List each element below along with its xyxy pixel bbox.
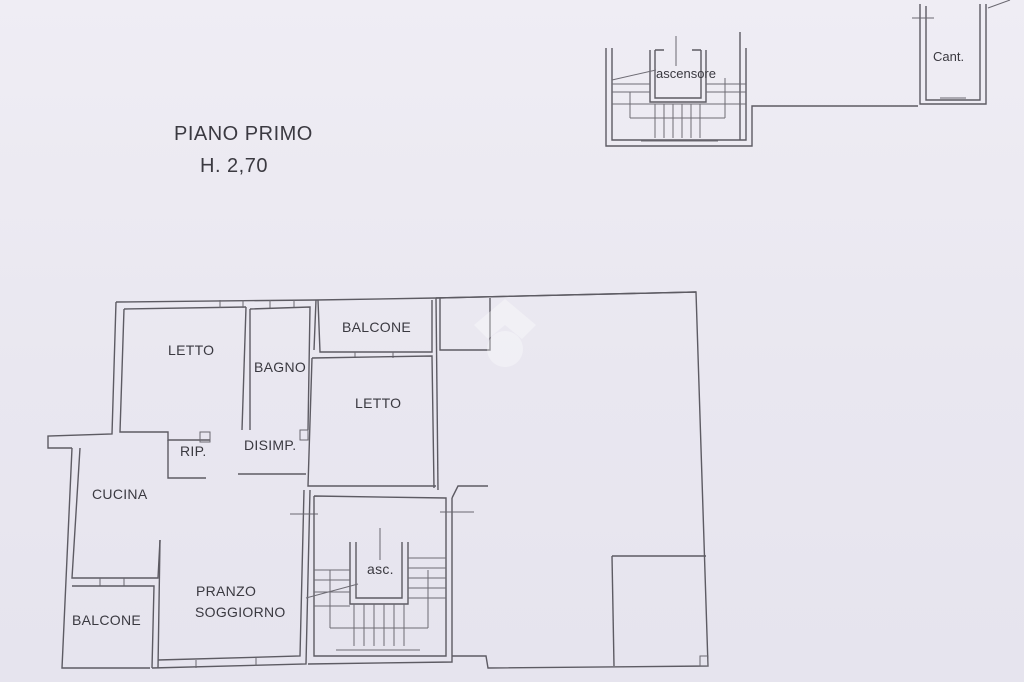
ceiling-height-label: H. 2,70: [200, 155, 268, 177]
room-label-disimpegno: DISIMP.: [244, 437, 297, 453]
room-label-soggiorno: SOGGIORNO: [195, 604, 286, 620]
room-label-bagno: BAGNO: [254, 359, 307, 375]
room-label-cucina: CUCINA: [92, 486, 148, 502]
room-label-pranzo: PRANZO: [196, 583, 257, 599]
room-label-ascensore-upper: ascensore: [656, 66, 716, 81]
apartment-walls: [47, 291, 709, 669]
room-label-ascensore: asc.: [367, 561, 394, 577]
room-label-letto-2: LETTO: [355, 395, 402, 411]
room-label-balcone-top: BALCONE: [342, 319, 412, 335]
room-label-balcone-bottom: BALCONE: [72, 612, 142, 628]
room-label-letto-1: LETTO: [168, 342, 215, 358]
room-label-cantina: Cant.: [933, 49, 965, 64]
upper-stair-detail: [605, 0, 1011, 147]
plan-title: PIANO PRIMO: [174, 123, 313, 145]
watermark-logo-icon: [474, 299, 536, 367]
room-label-ripostiglio: RIP.: [180, 443, 207, 459]
